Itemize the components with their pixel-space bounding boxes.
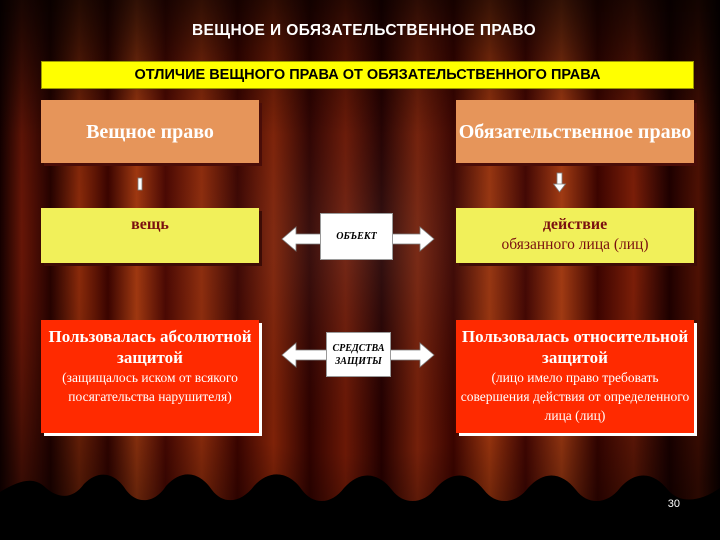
absolute-protection-box: Пользовалась абсолютной защитой (защищал… <box>41 320 259 433</box>
protection-connector-label: СРЕДСТВА ЗАЩИТЫ <box>326 332 391 377</box>
object-connector-label: ОБЪЕКТ <box>320 213 393 260</box>
obligation-object-note: обязанного лица (лиц) <box>501 236 649 253</box>
relative-protection-note: (лицо имело право требовать совершения д… <box>460 370 690 423</box>
page-number: 30 <box>667 498 680 510</box>
object-label: ОБЪЕКТ <box>336 231 377 242</box>
real-rights-heading: Вещное право <box>86 120 214 143</box>
obligation-rights-heading: Обязательственное право <box>458 120 692 143</box>
obligation-object-title: действие <box>542 216 608 233</box>
protection-label-line1: СРЕДСТВА <box>332 342 385 354</box>
absolute-protection-title: Пользовалась абсолютной защитой <box>48 327 252 367</box>
comparison-banner: ОТЛИЧИЕ ВЕЩНОГО ПРАВА ОТ ОБЯЗАТЕЛЬСТВЕНН… <box>41 61 694 89</box>
obligation-object-box: действие обязанного лица (лиц) <box>456 208 694 263</box>
right-down-arrow-icon <box>553 172 567 193</box>
real-right-object-box: вещь <box>41 208 259 263</box>
real-rights-heading-box: Вещное право <box>41 100 259 163</box>
obligation-rights-heading-box: Обязательственное право <box>456 100 694 163</box>
real-right-object-text: вещь <box>131 216 169 233</box>
relative-protection-box: Пользовалась относительной защитой (лицо… <box>456 320 694 433</box>
relative-protection-title: Пользовалась относительной защитой <box>461 327 689 367</box>
absolute-protection-note: (защищалось иском от всякого посягательс… <box>62 370 238 404</box>
slide-title: ВЕЩНОЕ И ОБЯЗАТЕЛЬСТВЕННОЕ ПРАВО <box>191 22 537 39</box>
protection-label-line2: ЗАЩИТЫ <box>335 355 382 367</box>
left-down-arrow-icon <box>137 177 143 191</box>
